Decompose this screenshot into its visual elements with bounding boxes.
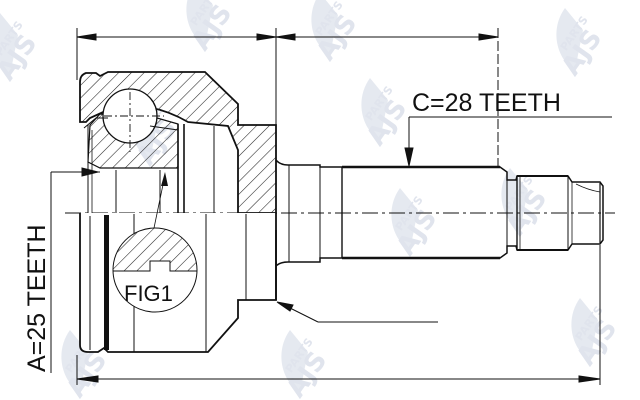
inner-spline-callout xyxy=(50,167,100,373)
bell-housing xyxy=(79,71,277,353)
bottom-dimension xyxy=(76,245,601,385)
outer-spline-label: C=28 TEETH xyxy=(412,89,561,117)
stub-shaft xyxy=(275,159,604,267)
fig1-detail xyxy=(112,172,198,313)
top-dimensions xyxy=(76,28,499,166)
outer-spline-callout xyxy=(404,116,612,167)
shoulder-leader xyxy=(276,301,438,323)
fig1-label: FIG1 xyxy=(124,281,173,306)
inner-spline-label: A=25 TEETH xyxy=(23,224,51,372)
